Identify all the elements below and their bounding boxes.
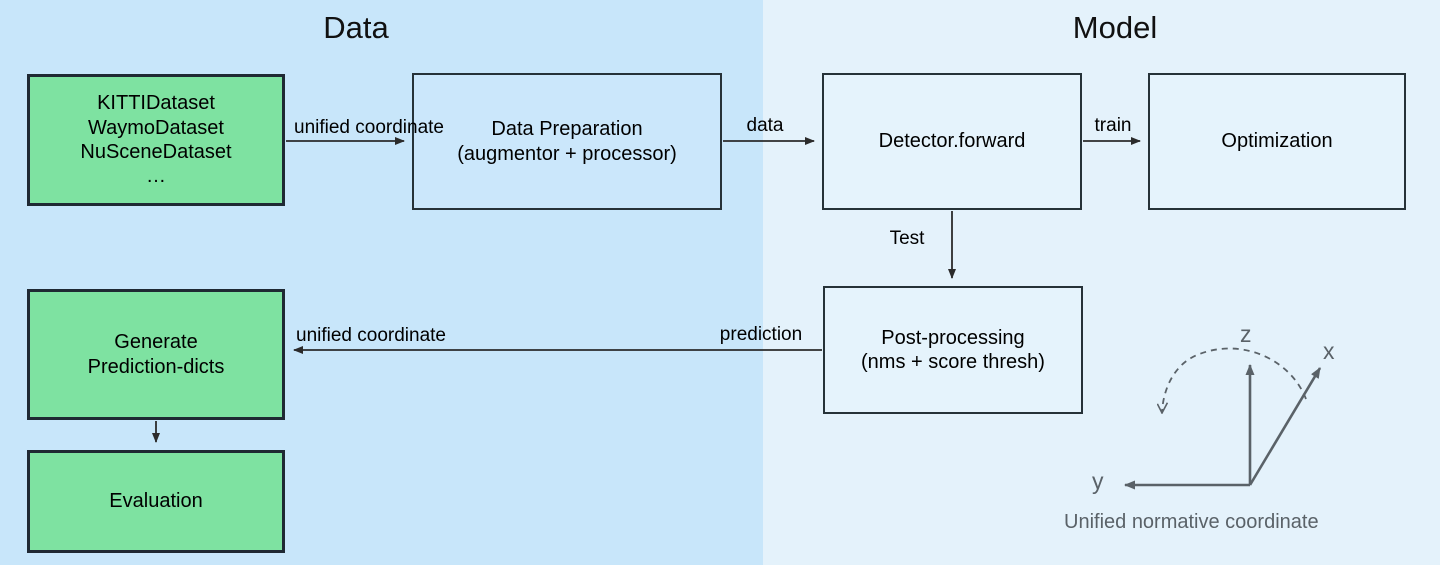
panel-title-model: Model (1072, 10, 1158, 45)
edge-label-unified-coordinate-top: unified coordinate (294, 117, 444, 138)
axis-label-z: z (1240, 321, 1252, 347)
panel-title-data: Data (323, 10, 389, 45)
node-generate-prediction-dicts[interactable]: Generate Prediction-dicts (27, 289, 285, 420)
axis-label-x: x (1323, 338, 1335, 364)
edge-label-test: Test (889, 228, 925, 249)
node-data-preparation[interactable]: Data Preparation (augmentor + processor) (412, 73, 722, 210)
edge-label-train: train (1094, 115, 1132, 136)
node-optimization[interactable]: Optimization (1148, 73, 1406, 210)
node-evaluation[interactable]: Evaluation (27, 450, 285, 553)
edge-label-data: data (746, 115, 784, 136)
coordinate-caption: Unified normative coordinate (1064, 511, 1319, 533)
node-datasets[interactable]: KITTIDataset WaymoDataset NuSceneDataset… (27, 74, 285, 206)
axis-label-y: y (1092, 468, 1104, 494)
node-post-processing[interactable]: Post-processing (nms + score thresh) (823, 286, 1083, 414)
edge-label-unified-coordinate-bottom: unified coordinate (296, 325, 446, 346)
edge-label-prediction: prediction (719, 324, 803, 345)
node-detector-forward[interactable]: Detector.forward (822, 73, 1082, 210)
